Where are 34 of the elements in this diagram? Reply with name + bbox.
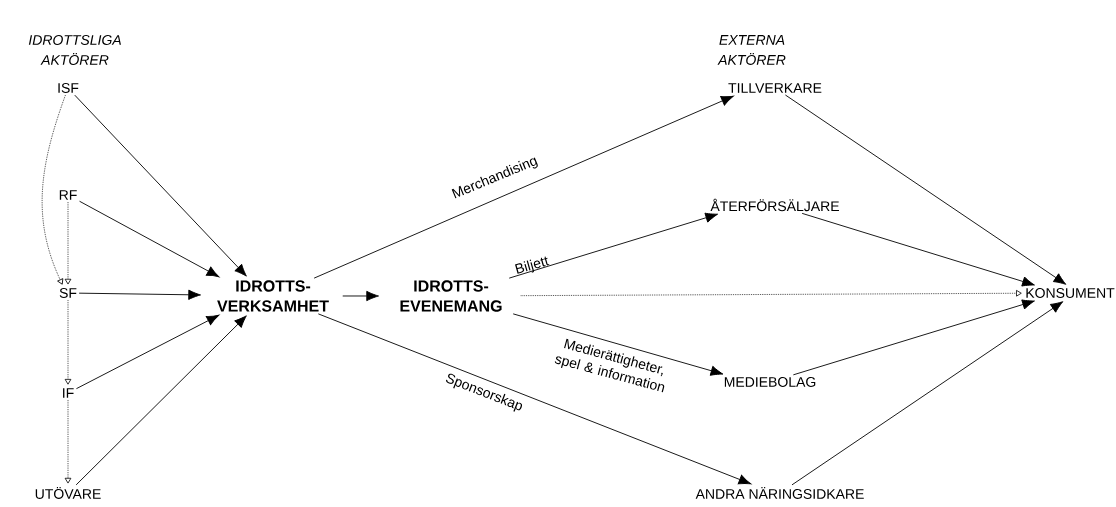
actor-label: MEDIEBOLAG — [724, 377, 816, 387]
actor-label: ISF — [58, 83, 79, 93]
arrow — [801, 212, 1035, 287]
arrow — [512, 313, 724, 376]
arrow — [78, 289, 201, 300]
arrow — [791, 301, 1064, 486]
actor-label: KONSUMENT — [1026, 288, 1115, 298]
dotted-arrow — [64, 299, 72, 385]
arrow — [75, 315, 247, 486]
group-heading: IDROTTSLIGA AKTÖRER — [28, 35, 121, 65]
group-heading: EXTERNA AKTÖRER — [717, 35, 786, 65]
actor-label: RF — [59, 190, 77, 200]
arrow — [79, 200, 220, 278]
arrow — [76, 314, 220, 390]
arrow — [508, 212, 719, 279]
dotted-arrow — [64, 399, 72, 484]
actor-label: TILLVERKARE — [728, 83, 822, 93]
dotted-arrow — [520, 289, 1022, 297]
arrow — [317, 313, 752, 485]
dotted-arrow — [41, 94, 66, 285]
actor-label: UTÖVARE — [35, 487, 101, 499]
actor-label: ANDRA NÄRINGSIDKARE — [695, 487, 864, 499]
arrow — [784, 94, 1067, 285]
arrow — [792, 299, 1035, 376]
actor-label: IDROTTS- VERKSAMHET — [217, 280, 329, 312]
dotted-arrow — [64, 201, 72, 285]
arrow — [313, 95, 734, 279]
actor-label: SF — [59, 288, 77, 298]
edge-label: Biljett — [515, 256, 550, 274]
arrow — [342, 290, 379, 302]
actor-label: IDROTTS- EVENEMANG — [400, 280, 502, 312]
actor-label: IF — [63, 388, 74, 398]
arrow — [74, 94, 247, 277]
actor-label: ÅTERFÖRSÄLJARE — [710, 198, 839, 212]
